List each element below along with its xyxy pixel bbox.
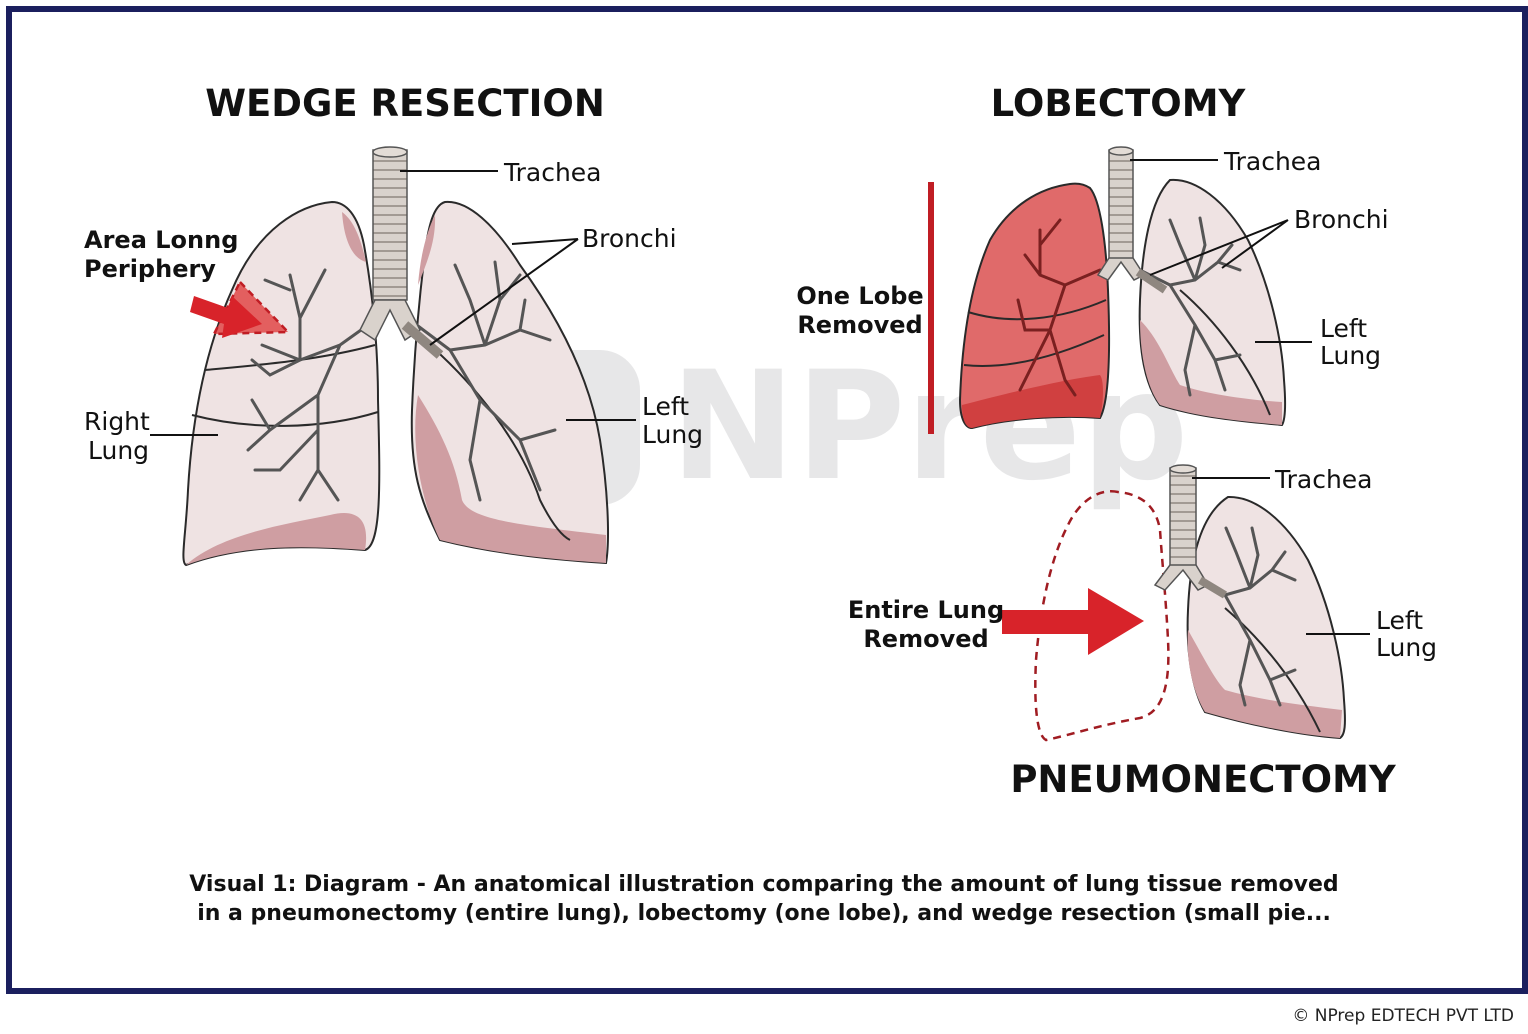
pneumonectomy-removed-label-line2: Removed — [863, 625, 988, 653]
pneumonectomy-removed-label-line1: Entire Lung — [848, 596, 1004, 624]
wedge-trachea-label: Trachea — [503, 158, 602, 187]
pneumonectomy-panel: Trachea Entire Lung Removed Left Lung PN… — [848, 464, 1437, 801]
lobectomy-title: LOBECTOMY — [991, 82, 1247, 125]
lobectomy-carina — [1096, 257, 1146, 281]
copyright-notice: © NPrep EDTECH PVT LTD — [1292, 1006, 1514, 1026]
lobectomy-trachea-opening — [1108, 146, 1134, 156]
lobectomy-red-fissure-1 — [967, 299, 1107, 321]
wedge-left-lung-edge — [418, 215, 436, 285]
lobectomy-removed-lung — [958, 182, 1111, 430]
lobectomy-removed-label-line2: Removed — [797, 311, 922, 339]
pneumonectomy-removed-outline — [1034, 490, 1170, 742]
pneumonectomy-left-lung-label-line1: Left — [1376, 606, 1423, 635]
lobectomy-trachea-label: Trachea — [1223, 147, 1322, 176]
wedge-arrow-icon — [190, 296, 262, 338]
wedge-area-label-line1: Area Lonng — [84, 226, 238, 254]
pneumonectomy-left-lung-label-line2: Lung — [1376, 633, 1437, 662]
pneumonectomy-trachea — [1169, 467, 1197, 569]
wedge-area-label-line2: Periphery — [84, 255, 216, 283]
pneumonectomy-carina — [1153, 564, 1210, 591]
pneumonectomy-left-bronchial-tree — [1190, 526, 1297, 707]
wedge-right-lung-shadow — [186, 513, 367, 565]
lobectomy-red-bronchial-tree — [1016, 218, 1102, 397]
wedge-bronchi-leader — [429, 238, 579, 346]
diagram-caption: Visual 1: Diagram - An anatomical illust… — [60, 870, 1468, 928]
lobectomy-left-lung-label-line2: Lung — [1320, 341, 1381, 370]
wedge-title: WEDGE RESECTION — [205, 82, 605, 125]
lobectomy-removed-label-line1: One Lobe — [796, 282, 923, 310]
pneumonectomy-left-lung-shadow — [1187, 630, 1342, 738]
lobectomy-bronchi-label: Bronchi — [1294, 205, 1389, 234]
lobectomy-removed-bar — [928, 182, 934, 434]
lobectomy-left-fissure — [1179, 289, 1271, 416]
wedge-right-fissure-2 — [191, 411, 379, 427]
lobectomy-left-main-bronchus — [1135, 268, 1168, 294]
wedge-right-lung-label-line1: Right — [84, 407, 150, 436]
lobectomy-left-lung — [1138, 178, 1287, 427]
wedge-left-fissure — [429, 344, 571, 541]
caption-line-1: Visual 1: Diagram - An anatomical illust… — [189, 872, 1339, 897]
pneumonectomy-arrow-icon — [1002, 588, 1144, 655]
caption-line-2: in a pneumonectomy (entire lung), lobect… — [197, 901, 1331, 926]
wedge-right-bronchial-tree — [246, 268, 377, 502]
lobectomy-panel: LOBECTOMY Trachea Bronchi One Lobe Remov… — [796, 82, 1389, 434]
pneumonectomy-trachea-label: Trachea — [1274, 465, 1373, 494]
pneumonectomy-trachea-opening — [1169, 464, 1197, 474]
wedge-resection-panel: WEDGE RESECTION Trachea Bronchi Area Lon… — [84, 82, 703, 567]
wedge-left-lung-label-line2: Lung — [642, 420, 703, 449]
wedge-trachea — [372, 149, 408, 301]
wedge-left-lung-label-line1: Left — [642, 392, 689, 421]
pneumonectomy-title: PNEUMONECTOMY — [1010, 758, 1397, 801]
wedge-bronchi-label: Bronchi — [582, 224, 677, 253]
pneumonectomy-left-main-bronchus — [1197, 576, 1228, 599]
wedge-right-lung-label-line2: Lung — [88, 436, 149, 465]
wedge-left-main-bronchus — [401, 321, 444, 359]
lobectomy-removed-shadow — [962, 375, 1103, 428]
lobectomy-left-lung-shadow — [1140, 320, 1282, 425]
lobectomy-left-lung-label-line1: Left — [1320, 314, 1367, 343]
lobectomy-trachea — [1108, 149, 1134, 261]
wedge-trachea-opening — [372, 146, 408, 158]
lobectomy-bronchi-leader — [1149, 219, 1289, 276]
wedge-left-lung-shadow — [415, 395, 606, 563]
wedge-right-lung-edge — [342, 212, 366, 262]
lobectomy-left-bronchial-tree — [1138, 216, 1242, 397]
wedge-right-fissure-1 — [204, 344, 376, 371]
